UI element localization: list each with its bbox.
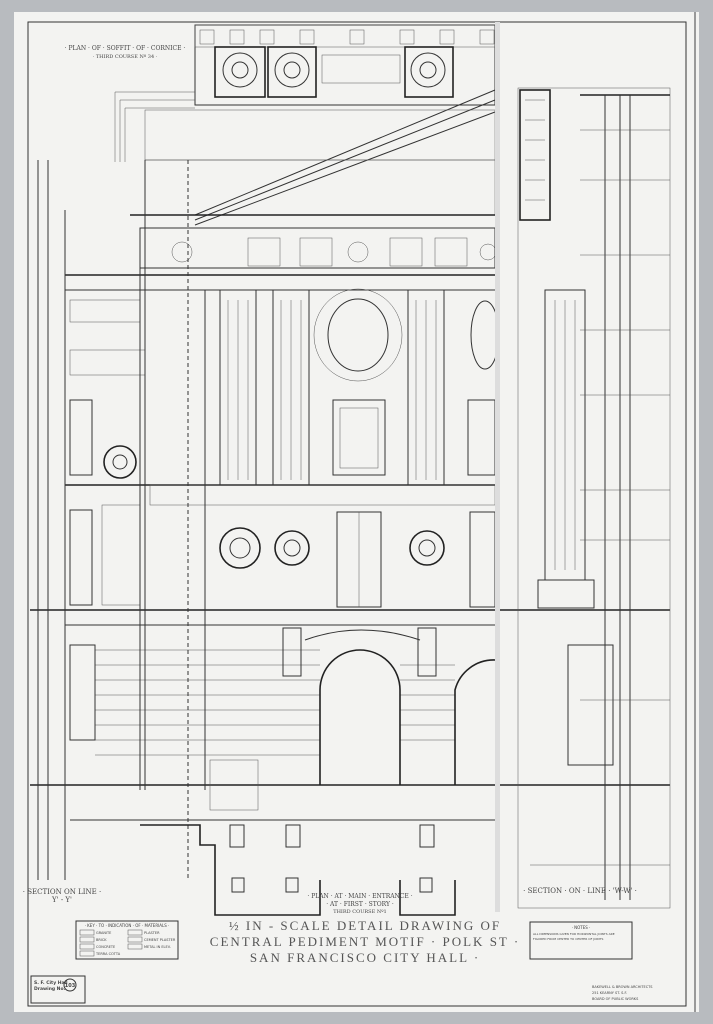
drawing-number: 103 (65, 983, 76, 989)
key-item: PLASTER (144, 931, 160, 935)
notes-box: · NOTES · ALL DIMENSIONS GIVEN FOR HORIZ… (529, 921, 633, 960)
soffit-plan-label: · PLAN · OF · SOFFIT · OF · CORNICE · (65, 45, 186, 52)
key-item: BRICK (96, 938, 107, 942)
title-line-1: ½ IN - SCALE DETAIL DRAWING OF (229, 918, 501, 933)
sheet-border (27, 21, 687, 1007)
key-item: TERRA COTTA (95, 952, 121, 956)
key-heading: · KEY · TO · INDICATION · OF · MATERIALS… (85, 923, 170, 928)
elevation-drawing (30, 22, 671, 916)
entrance-plan-label: · PLAN · AT · MAIN · ENTRANCE · (307, 893, 412, 900)
entrance-story-label: · AT · FIRST · STORY · (326, 901, 394, 908)
architect-block: BAKEWELL & BROWN ARCHITECTS 251 KEARNY S… (592, 985, 653, 1001)
key-item: CONCRETE (96, 945, 115, 949)
section-yy-sub: Y' - Y' (51, 896, 72, 904)
title-line-3: SAN FRANCISCO CITY HALL · (250, 950, 480, 965)
entrance-course-label: THIRD COURSE Nº1 (333, 909, 387, 915)
drawing-number-label: S. F. City Hall Drawing No. 103 (30, 975, 86, 1004)
architect-line-3: BOARD OF PUBLIC WORKS (592, 997, 639, 1001)
drawing-label-line-1: S. F. City Hall (34, 980, 68, 986)
key-item: METAL IN ELEV. (144, 945, 171, 949)
materials-key: · KEY · TO · INDICATION · OF · MATERIALS… (75, 920, 179, 960)
architect-line-2: 251 KEARNY ST. S.F. (592, 991, 627, 995)
notes-heading: · NOTES · (572, 925, 591, 930)
section-ww-label: · SECTION · ON · LINE · 'W-W' · (523, 887, 637, 895)
section-yy-label: · SECTION ON LINE · (23, 888, 101, 896)
notes-line-2: FIGURED FROM CENTER TO CENTER OF JOINTS (533, 937, 603, 941)
notes-line-1: ALL DIMENSIONS GIVEN FOR HORIZONTAL JOIN… (533, 932, 615, 936)
key-item: GRANITE (96, 931, 111, 935)
architect-line-1: BAKEWELL & BROWN ARCHITECTS (592, 985, 653, 989)
key-item: CEMENT PLASTER (144, 938, 176, 942)
drawing-label-line-2: Drawing No. (34, 986, 66, 992)
soffit-course-label: · THIRD COURSE Nº 34 · (93, 54, 158, 60)
title-line-2: CENTRAL PEDIMENT MOTIF · POLK ST · (210, 934, 520, 949)
